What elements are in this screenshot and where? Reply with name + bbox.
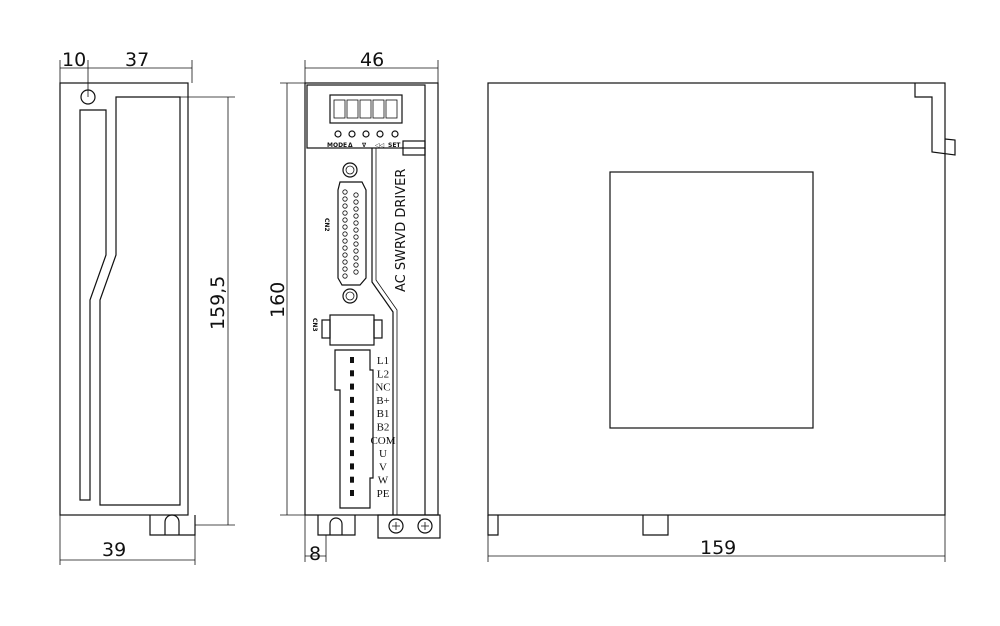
connector-pin <box>342 245 348 251</box>
terminal-pin <box>350 357 354 363</box>
connector-pin <box>342 196 348 202</box>
connector-pin <box>342 266 348 272</box>
set-button[interactable] <box>391 130 399 138</box>
power-terminal-block <box>334 349 374 509</box>
terminal-label: NC <box>375 382 390 394</box>
label-area <box>609 171 814 429</box>
brand-text: AC SWRVD DRIVER <box>394 169 409 292</box>
terminal-pin <box>350 370 354 377</box>
terminal-label: B1 <box>377 408 390 420</box>
terminal-pin <box>350 423 354 430</box>
dim-left-top-width: 37 <box>125 49 149 71</box>
connector-pin <box>353 213 359 219</box>
terminal-label: PE <box>377 488 390 500</box>
panel-buttons: MODE Δ ∇ ◁◁ SET <box>327 130 401 149</box>
dim-front-width: 46 <box>360 49 384 71</box>
ground-terminal-block <box>377 514 441 539</box>
screw-icon <box>388 518 404 534</box>
connector-pin <box>342 210 348 216</box>
side-view: 159 <box>487 82 956 562</box>
shift-button[interactable] <box>376 130 384 138</box>
front-view: MODE Δ ∇ ◁◁ SET CN2 AC SWRVD DRIVER CN3 … <box>267 49 441 565</box>
cn2-db-connector <box>337 162 367 304</box>
terminal-label: U <box>379 448 387 460</box>
connector-pin <box>353 241 359 247</box>
connector-pin <box>353 262 359 268</box>
connector-pin <box>342 259 348 265</box>
terminal-label: V <box>379 461 387 473</box>
connector-pin <box>353 192 359 198</box>
terminal-label: L2 <box>377 368 389 380</box>
terminal-pin <box>350 476 354 483</box>
terminal-pin <box>350 490 354 496</box>
connector-pin <box>353 234 359 240</box>
connector-pin <box>353 199 359 205</box>
seven-segment-digits <box>333 99 398 119</box>
terminal-label: L1 <box>377 355 389 367</box>
terminal-label: W <box>378 475 389 487</box>
terminal-pin <box>350 450 354 457</box>
shift-label: ◁◁ <box>375 142 385 149</box>
terminal-label: B+ <box>376 395 390 407</box>
terminal-label: COM <box>370 435 395 447</box>
left-side-view: 10 37 159,5 39 <box>59 49 235 565</box>
connector-pin <box>342 217 348 223</box>
dim-hole-offset: 10 <box>62 49 86 71</box>
mode-label: MODE <box>327 142 347 149</box>
screw-icon <box>417 518 433 534</box>
connector-pin <box>342 238 348 244</box>
connector-pin <box>342 203 348 209</box>
connector-pin <box>342 224 348 230</box>
connector-pin <box>353 255 359 261</box>
led-display <box>329 94 403 124</box>
dim-left-bottom-width: 39 <box>102 539 126 561</box>
down-button[interactable] <box>362 130 370 138</box>
connector-pin <box>353 220 359 226</box>
terminal-pin <box>350 463 354 470</box>
set-label: SET <box>388 142 401 149</box>
cn2-label: CN2 <box>323 218 330 232</box>
connector-pin <box>353 248 359 254</box>
dim-left-height: 159,5 <box>207 276 229 330</box>
terminal-pin <box>350 410 354 417</box>
cn3-label: CN3 <box>311 318 318 332</box>
connector-pin <box>353 269 359 275</box>
connector-pin <box>342 252 348 258</box>
dim-front-height: 160 <box>267 282 289 318</box>
terminal-pin <box>350 396 354 403</box>
up-label: Δ <box>348 142 353 149</box>
connector-pin <box>353 206 359 212</box>
dim-side-depth: 159 <box>700 537 736 559</box>
terminal-pin <box>350 383 354 390</box>
terminal-pin <box>350 436 354 443</box>
connector-pin <box>353 227 359 233</box>
terminal-label: B2 <box>377 422 390 434</box>
up-button[interactable] <box>348 130 356 138</box>
mode-button[interactable] <box>334 130 342 138</box>
down-label: ∇ <box>362 142 367 149</box>
cn3-connector <box>321 314 383 346</box>
dim-tab-width: 8 <box>309 543 321 565</box>
connector-pin <box>342 189 348 195</box>
connector-pin <box>342 273 348 279</box>
connector-pin <box>342 231 348 237</box>
